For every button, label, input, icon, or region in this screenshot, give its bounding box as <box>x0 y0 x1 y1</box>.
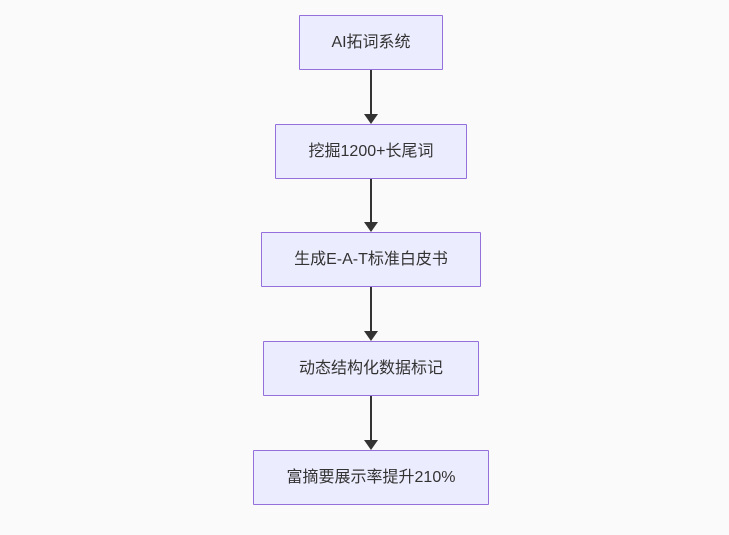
flow-node-ai-word-expansion-system: AI拓词系统 <box>299 15 443 70</box>
arrow-down-icon <box>364 440 378 450</box>
arrow-down-icon <box>364 331 378 341</box>
flow-node-label: AI拓词系统 <box>331 33 411 51</box>
flow-node-label: 动态结构化数据标记 <box>298 359 443 377</box>
arrow-down-icon <box>364 114 378 124</box>
flow-node-label: 富摘要展示率提升210% <box>286 468 456 486</box>
flow-node-label: 挖掘1200+长尾词 <box>308 142 434 160</box>
edge-line-4 <box>370 396 372 440</box>
flow-node-dynamic-structured-data-markup: 动态结构化数据标记 <box>263 341 479 396</box>
arrow-down-icon <box>364 222 378 232</box>
flow-node-label: 生成E-A-T标准白皮书 <box>294 250 448 268</box>
edge-line-3 <box>370 287 372 331</box>
flow-node-rich-snippet-rate-increase: 富摘要展示率提升210% <box>253 450 489 505</box>
edge-line-2 <box>370 179 372 222</box>
edge-line-1 <box>370 70 372 114</box>
flow-node-generate-eat-whitepaper: 生成E-A-T标准白皮书 <box>261 232 481 287</box>
flow-node-mine-longtail-keywords: 挖掘1200+长尾词 <box>275 124 467 179</box>
